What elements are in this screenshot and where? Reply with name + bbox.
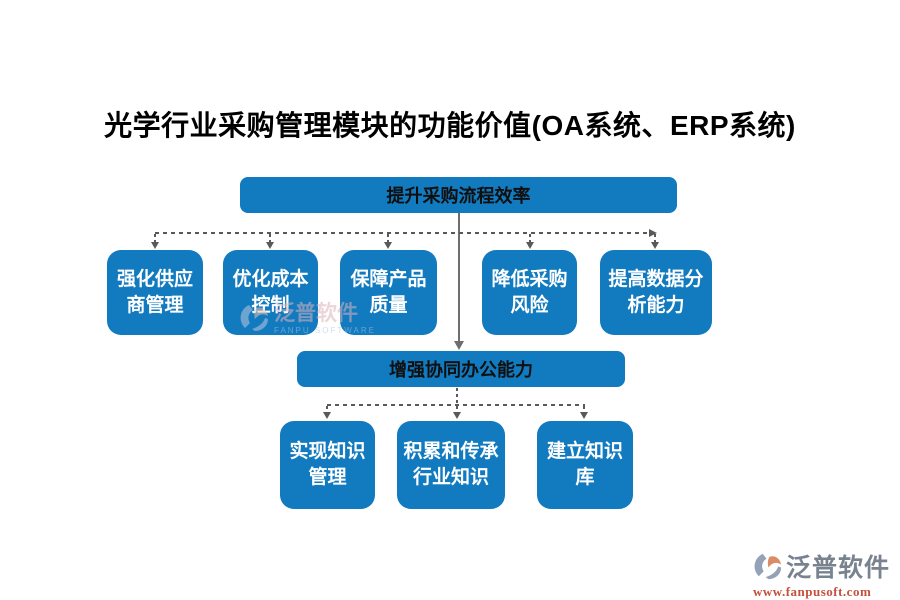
drop-arrowhead-icon	[651, 242, 659, 249]
node-collaboration-label: 增强协同办公能力	[389, 360, 533, 380]
drop-arrowhead-icon	[151, 242, 159, 249]
drop-line	[154, 234, 156, 242]
node-label-line: 库	[575, 467, 595, 488]
drop-arrowhead-icon	[323, 412, 331, 419]
node-label-line: 强化供应	[116, 268, 193, 290]
drop-arrowhead-icon	[266, 242, 274, 249]
drop-line	[326, 406, 328, 412]
node-industry-knowledge: 积累和传承 行业知识	[397, 421, 505, 509]
node-label-line: 行业知识	[412, 467, 489, 488]
drop-arrowhead-icon	[580, 412, 588, 419]
drop-arrowhead-icon	[526, 242, 534, 249]
node-procurement-risk: 降低采购 风险	[482, 250, 577, 335]
connector-trunk-line	[458, 213, 460, 341]
connector-rail-level2	[327, 404, 585, 406]
node-product-quality: 保障产品 质量	[340, 250, 437, 335]
node-root-label: 提升采购流程效率	[386, 186, 531, 206]
node-label-line: 析能力	[627, 294, 685, 316]
node-label-line: 风险	[510, 294, 549, 316]
vendor-logo-name: 泛普软件	[786, 554, 891, 582]
drop-line	[269, 234, 271, 242]
node-knowledge-management: 实现知识 管理	[280, 421, 375, 509]
node-knowledge-base: 建立知识 库	[537, 421, 633, 509]
connector-rail-level1-arrowhead-icon	[649, 229, 657, 237]
vendor-logo-icon	[754, 553, 782, 579]
page-title: 光学行业采购管理模块的功能价值(OA系统、ERP系统)	[104, 110, 796, 141]
drop-arrowhead-icon	[453, 412, 461, 419]
node-label-line: 管理	[308, 467, 347, 488]
node-cost-control: 优化成本 控制	[223, 250, 318, 335]
connector-mid-stub	[456, 388, 458, 405]
node-label-line: 商管理	[126, 294, 184, 316]
drop-line	[387, 234, 389, 242]
drop-line	[529, 234, 531, 242]
node-label-line: 质量	[369, 294, 408, 316]
connector-trunk-arrowhead-icon	[454, 341, 464, 350]
drop-line	[583, 406, 585, 412]
node-label-line: 提高数据分	[608, 268, 704, 290]
node-root: 提升采购流程效率	[240, 177, 677, 213]
node-label-line: 优化成本	[232, 268, 309, 290]
node-data-analysis: 提高数据分 析能力	[600, 250, 712, 335]
node-supplier-management: 强化供应 商管理	[107, 250, 203, 335]
connector-rail-level1	[155, 232, 649, 234]
node-collaboration: 增强协同办公能力	[297, 351, 625, 387]
node-label-line: 实现知识	[289, 441, 366, 462]
node-label-line: 保障产品	[350, 268, 427, 290]
node-label-line: 降低采购	[491, 268, 568, 290]
drop-arrowhead-icon	[384, 242, 392, 249]
node-label-line: 积累和传承	[403, 441, 499, 462]
vendor-logo-url: www.fanpusoft.com	[753, 584, 872, 599]
drop-line	[654, 234, 656, 242]
drop-line	[456, 406, 458, 412]
node-label-line: 建立知识	[546, 441, 623, 462]
node-label-line: 控制	[251, 294, 290, 316]
vendor-logo: 泛普软件 www.fanpusoft.com	[753, 548, 895, 600]
